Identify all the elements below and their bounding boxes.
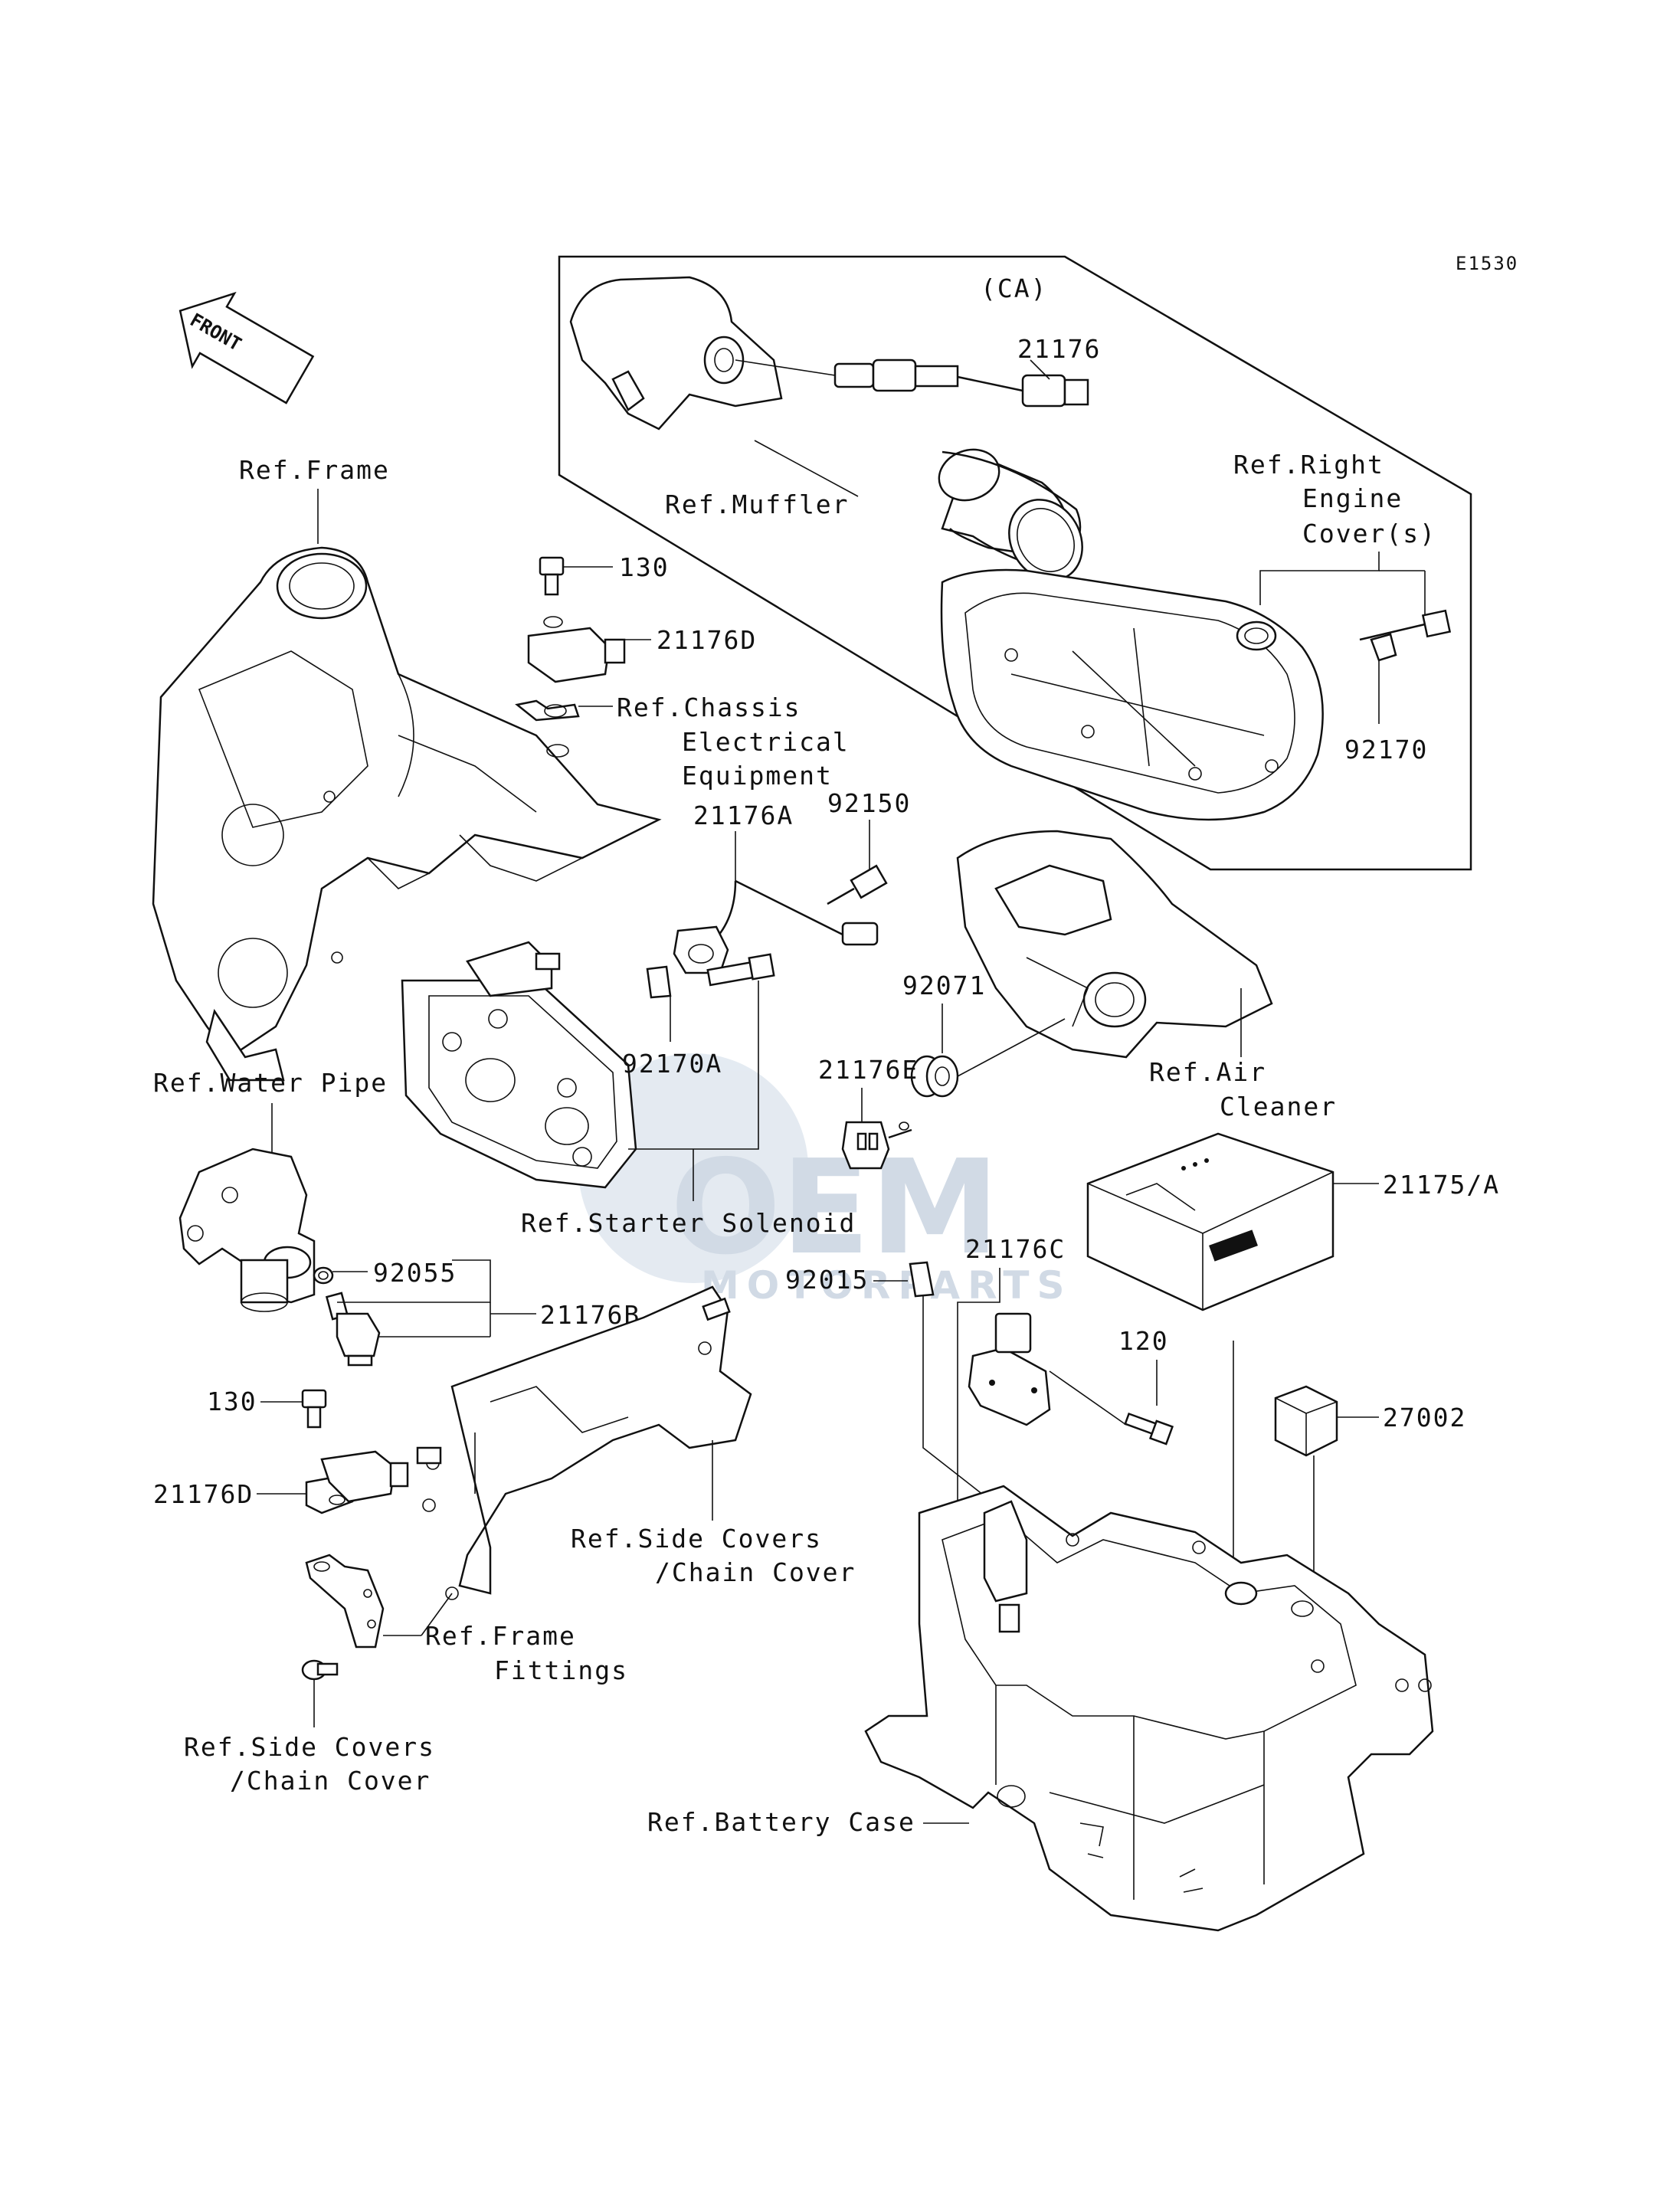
label-21176D-top: 21176D [657, 625, 757, 655]
label-21175A: 21175/A [1383, 1170, 1500, 1200]
label-ref-right-engine-1: Ref.Right [1233, 450, 1384, 480]
label-21176A: 21176A [693, 801, 794, 830]
watermark: OEM MOTORPARTS [578, 1053, 1073, 1308]
label-27002: 27002 [1383, 1403, 1466, 1432]
label-ref-starter: Ref.Starter Solenoid [521, 1208, 856, 1238]
sensor-21176D-top [527, 616, 626, 683]
label-ref-air-2: Cleaner [1220, 1092, 1337, 1121]
label-21176E: 21176E [818, 1055, 919, 1085]
oring-92055 [313, 1266, 334, 1285]
leader-right-engine [1259, 552, 1380, 605]
sensor-21176C [968, 1312, 1051, 1426]
label-21176D-bottom: 21176D [153, 1479, 254, 1509]
label-ref-frame: Ref.Frame [239, 455, 390, 485]
water-pipe-drawing [178, 1148, 316, 1312]
battery-case-drawing [864, 1485, 1434, 1932]
label-21176: 21176 [1017, 334, 1101, 364]
right-engine-cover [940, 568, 1324, 821]
label-130-top: 130 [619, 552, 670, 582]
label-21176C: 21176C [965, 1234, 1066, 1264]
label-ref-air-1: Ref.Air [1149, 1057, 1266, 1087]
ecu-21175A [1086, 1132, 1335, 1311]
svg-text:OEM: OEM [670, 1132, 1000, 1284]
label-92055: 92055 [373, 1258, 457, 1288]
sensor-21176B [325, 1292, 381, 1367]
label-ref-side-covers-1b: /Chain Cover [655, 1557, 856, 1587]
bolt-130-top [539, 556, 565, 596]
clip-92015 [909, 1261, 935, 1298]
muffler-drawing [569, 276, 1083, 581]
label-ref-frame-fittings-2: Fittings [494, 1655, 628, 1685]
label-ref-side-covers-2a: Ref.Side Covers [184, 1732, 435, 1762]
label-ref-right-engine-3: Cover(s) [1302, 519, 1436, 548]
side-cover-bracket [416, 1285, 752, 1600]
label-92015: 92015 [785, 1265, 869, 1295]
sensor-21176D-bottom [305, 1450, 409, 1514]
label-ref-chassis-1: Ref.Chassis [617, 692, 801, 722]
diagram-code: E1530 [1456, 253, 1518, 274]
sensor-21176A [673, 879, 879, 974]
bolt-130-bottom [301, 1389, 327, 1429]
label-ref-water-pipe: Ref.Water Pipe [153, 1068, 388, 1098]
label-92071: 92071 [902, 971, 986, 1000]
front-arrow-icon: FRONT [178, 291, 315, 404]
label-ref-battery-case: Ref.Battery Case [647, 1807, 915, 1837]
bracket-chassis [515, 699, 580, 758]
label-ref-side-covers-1a: Ref.Side Covers [571, 1524, 822, 1554]
label-ref-muffler: Ref.Muffler [665, 489, 850, 519]
screw-side-cover [301, 1659, 339, 1681]
label-120: 120 [1118, 1326, 1169, 1356]
label-130-bottom: 130 [207, 1387, 257, 1416]
frame-drawing [152, 546, 662, 1082]
label-ref-chassis-2: Electrical [682, 727, 850, 757]
starter-solenoid-drawing [401, 941, 637, 1189]
bolt-right-engine [1359, 609, 1452, 641]
label-92170: 92170 [1344, 735, 1428, 765]
bracket-frame-fittings [305, 1554, 385, 1649]
clamp-92170 [1370, 633, 1397, 662]
leader-muffler [754, 440, 859, 497]
label-92150: 92150 [827, 788, 911, 818]
label-92170A: 92170A [622, 1049, 722, 1079]
bolt-120 [1124, 1412, 1174, 1446]
sensor-21176E [841, 1121, 912, 1170]
bolt-92150 [827, 864, 888, 905]
label-ref-frame-fittings-1: Ref.Frame [425, 1621, 576, 1651]
svg-text:MOTORPARTS: MOTORPARTS [701, 1263, 1073, 1308]
label-ref-right-engine-2: Engine [1302, 483, 1403, 513]
relay-27002 [1274, 1385, 1338, 1457]
svg-text:(CA): (CA) [981, 273, 1047, 303]
ca-inset-box: (CA) [558, 255, 1472, 871]
label-ref-chassis-3: Equipment [682, 761, 833, 791]
air-cleaner-drawing [956, 830, 1273, 1059]
label-ref-side-covers-2b: /Chain Cover [230, 1766, 431, 1796]
o2-sensor-21176 [735, 359, 1089, 408]
